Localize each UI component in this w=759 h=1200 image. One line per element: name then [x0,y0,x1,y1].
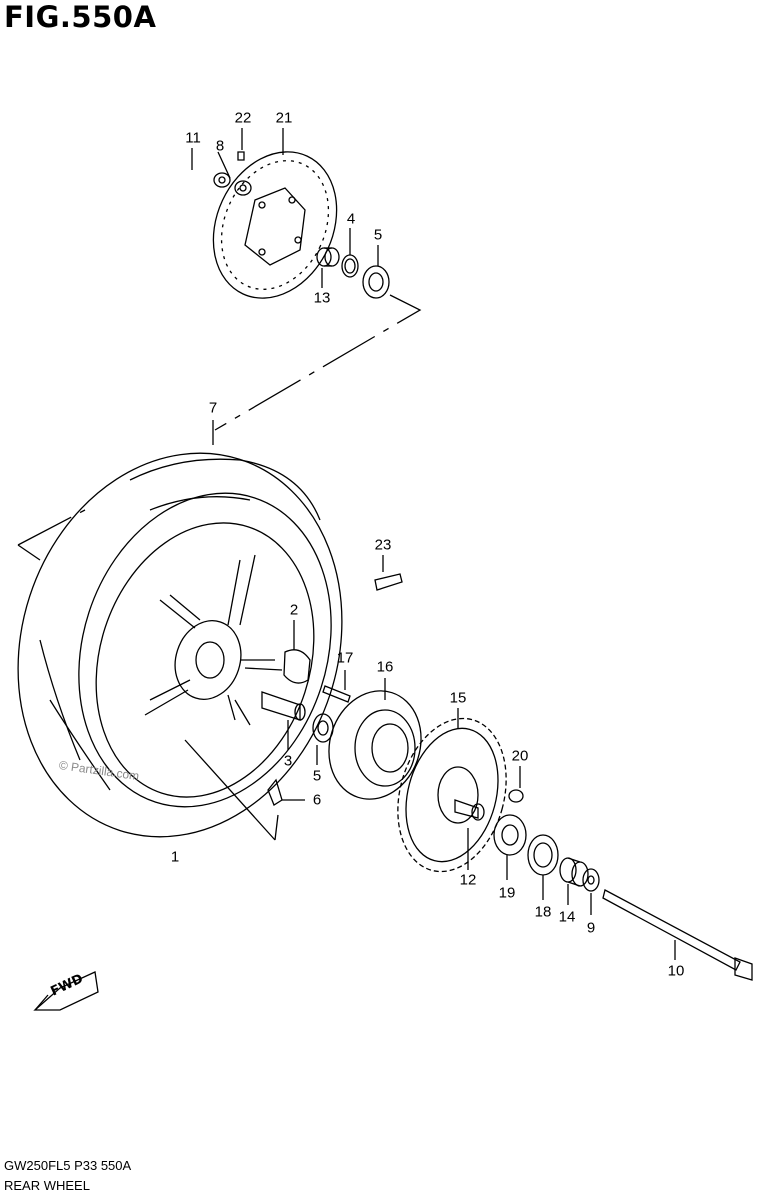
sprocket-part [397,708,507,873]
axle-part [602,889,753,981]
callout-5-bottom: 5 [312,767,322,785]
chain-clip-part [374,573,403,591]
callout-3: 3 [283,752,293,770]
axle-stack-part [493,814,600,915]
callout-1: 1 [170,848,180,866]
brake-disc-part [212,151,338,299]
callout-13: 13 [313,289,331,307]
valve-part [184,739,305,841]
callout-17: 17 [336,649,354,667]
rear-wheel-part [17,452,343,838]
callout-7: 7 [208,399,218,417]
sprocket-nut-part [508,789,524,803]
callout-20: 20 [511,747,529,765]
callout-21: 21 [275,109,293,127]
callout-16: 16 [376,658,394,676]
callout-22: 22 [234,109,252,127]
bolt-part [322,685,351,703]
callout-11: 11 [185,129,201,147]
hub-bearing-part [316,228,390,299]
assembly-leader [214,294,422,431]
disc-nut-part [191,128,284,196]
assembly-leader-left [17,509,86,546]
callout-23: 23 [374,536,392,554]
callout-4: 4 [346,210,356,228]
footer-code: GW250FL5 P33 550A [4,1158,132,1173]
callout-19: 19 [498,884,516,902]
callout-14: 14 [558,908,576,926]
callout-6: 6 [312,791,322,809]
callout-9: 9 [586,919,596,937]
sprocket-drum-part [328,678,422,800]
callout-10: 10 [667,962,685,980]
callout-8: 8 [215,137,225,155]
callout-5-top: 5 [373,226,383,244]
bush-part [454,799,479,819]
callout-18: 18 [534,903,552,921]
fwd-arrow-icon [33,971,99,1011]
footer-caption: REAR WHEEL [4,1178,90,1193]
damper-part [261,620,311,750]
callout-12: 12 [459,871,477,889]
callout-2: 2 [289,601,299,619]
callout-15: 15 [449,689,467,707]
figure-title: FIG.550A [4,0,157,34]
